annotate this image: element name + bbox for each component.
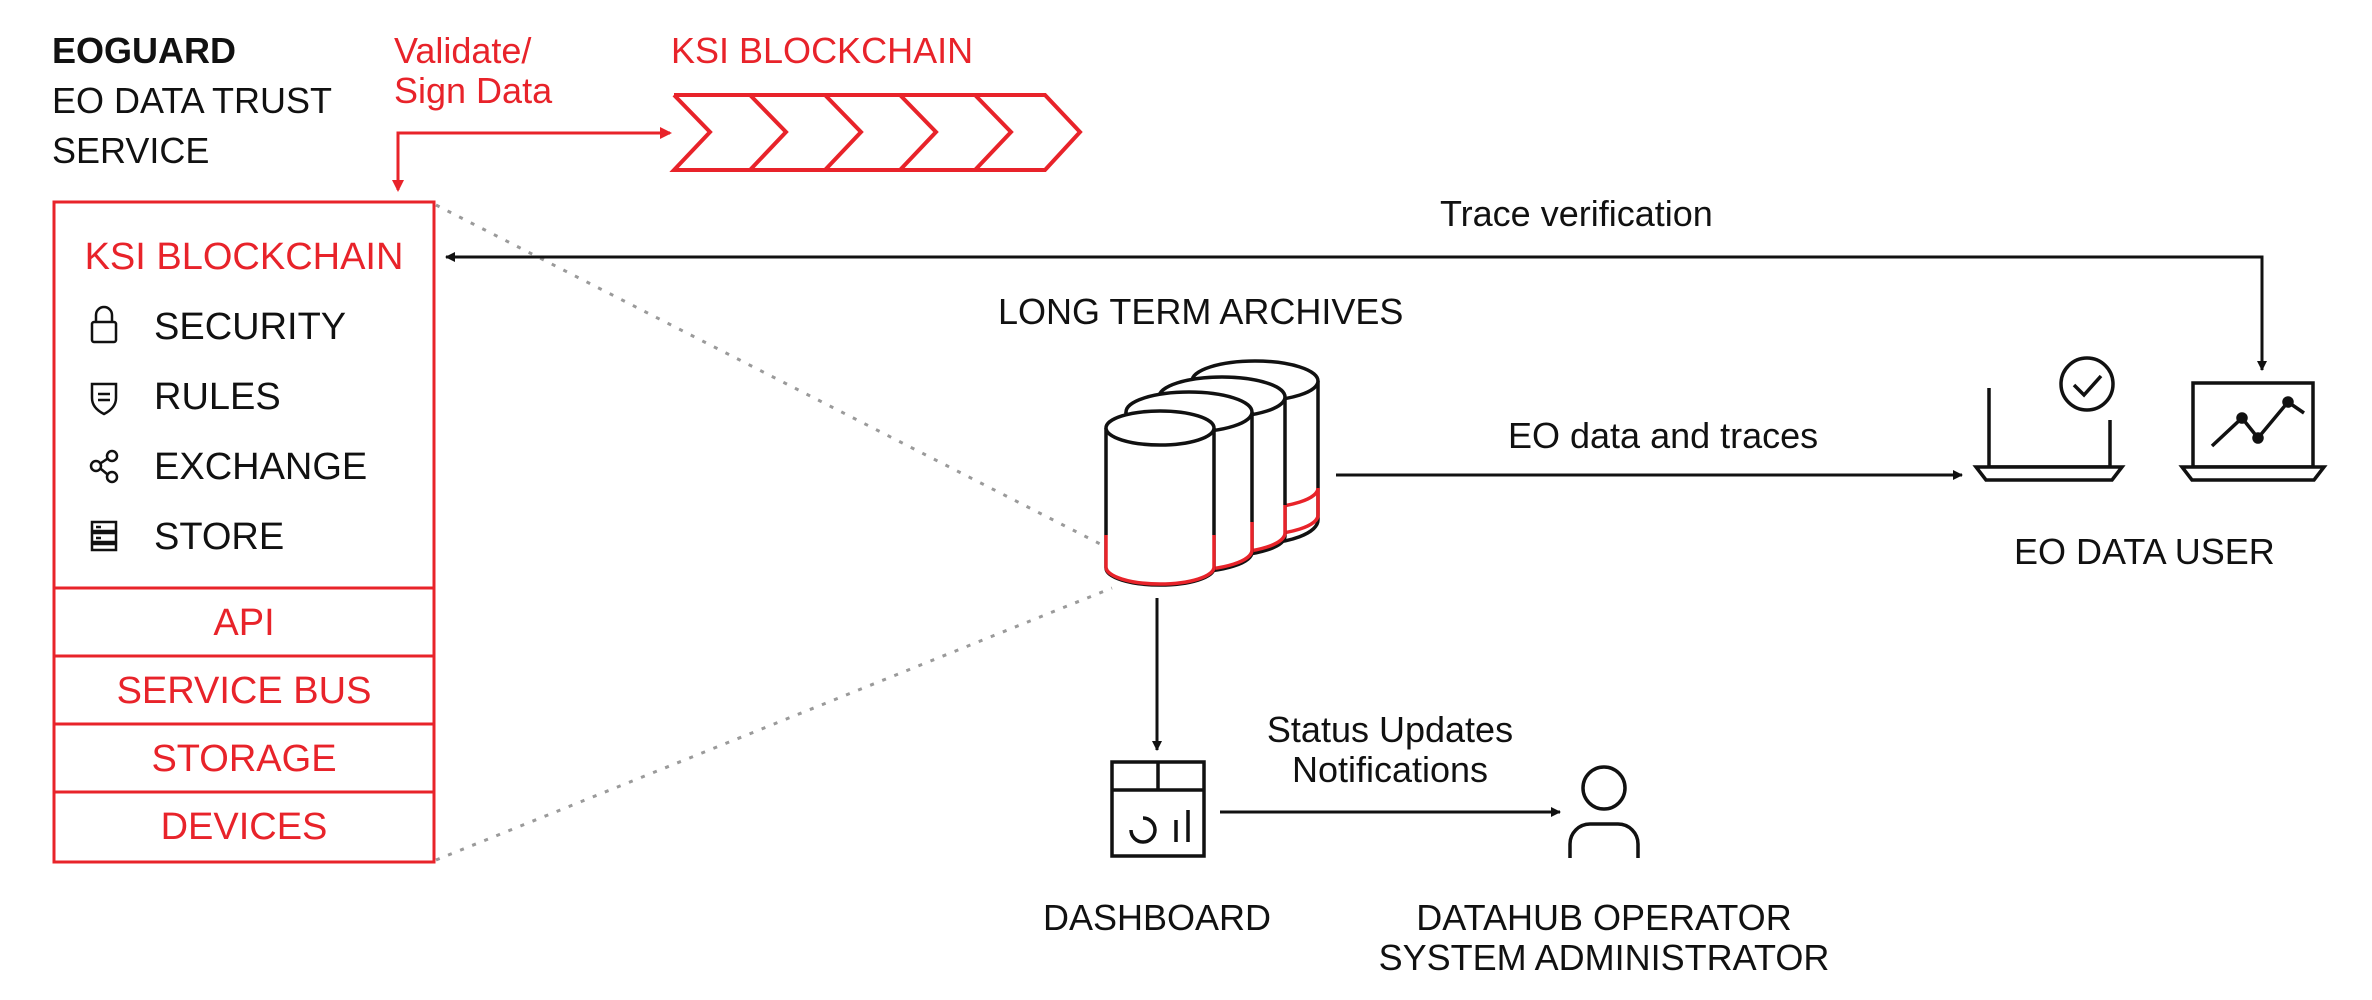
layer-storage: STORAGE — [151, 738, 337, 780]
eo-data-traces-label: EO data and traces — [1508, 415, 1819, 456]
operator-line1: DATAHUB OPERATOR — [1416, 897, 1792, 938]
layer-api: API — [213, 602, 275, 644]
laptop-check-icon — [1972, 356, 2126, 482]
validate-label-line2: Sign Data — [394, 70, 553, 111]
service-subtitle-line1: EO DATA TRUST — [52, 80, 333, 121]
layer-service-bus: SERVICE BUS — [116, 670, 372, 712]
validate-label-line1: Validate/ — [394, 30, 532, 71]
laptop-chart-icon — [2178, 381, 2328, 482]
menu-item-store: STORE — [154, 516, 285, 558]
menu-item-exchange: EXCHANGE — [154, 446, 368, 488]
layer-devices: DEVICES — [160, 806, 328, 848]
dotted-connector — [435, 203, 1113, 862]
user-icon — [1568, 765, 1640, 858]
status-line1: Status Updates — [1266, 709, 1514, 750]
dashboard-label: DASHBOARD — [1042, 897, 1272, 938]
dashboard-icon — [1110, 760, 1206, 858]
share-icon — [89, 449, 119, 484]
shield-icon — [90, 382, 118, 416]
status-line2: Notifications — [1291, 749, 1489, 790]
blockchain-header: KSI BLOCKCHAIN — [671, 30, 974, 71]
menu-item-security: SECURITY — [154, 306, 347, 348]
trace-verification-label: Trace verification — [1440, 193, 1713, 234]
archives-label: LONG TERM ARCHIVES — [998, 291, 1404, 332]
panel-title: KSI BLOCKCHAIN — [84, 236, 404, 278]
lock-icon — [90, 305, 118, 344]
service-name: EOGUARD — [52, 30, 237, 71]
validate-arrow — [392, 127, 672, 192]
ksi-panel-frame — [52, 200, 436, 864]
service-subtitle-line2: SERVICE — [52, 130, 210, 171]
eo-data-user-label: EO DATA USER — [2014, 531, 2275, 572]
operator-line2: SYSTEM ADMINISTRATOR — [1378, 937, 1830, 978]
blockchain-chevrons — [669, 93, 1083, 172]
trace-verification-arrow — [445, 252, 2267, 371]
archive-icon — [1104, 359, 1320, 587]
server-icon — [90, 520, 118, 552]
menu-item-rules: RULES — [154, 376, 281, 418]
